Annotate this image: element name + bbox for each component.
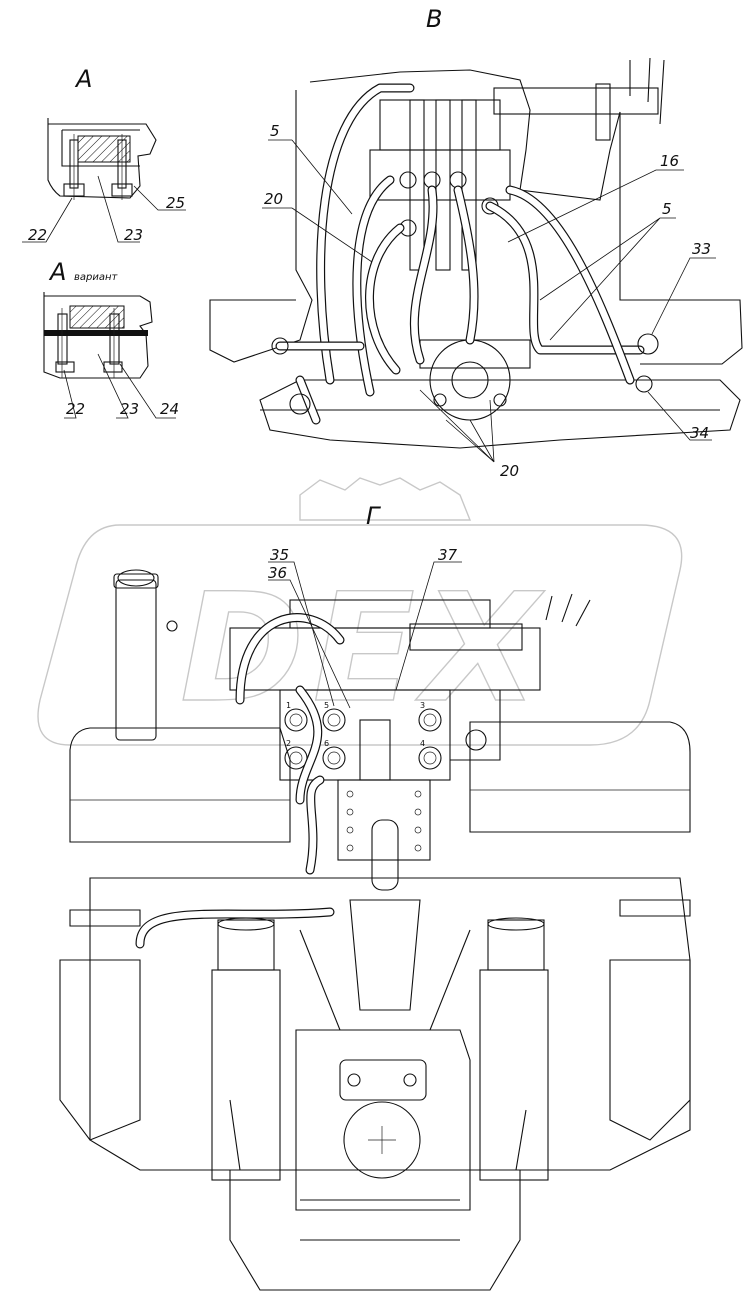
- port-1: 1: [286, 701, 291, 710]
- watermark: DEX: [37, 477, 683, 746]
- pto-shaft: [343, 1101, 421, 1179]
- callout-33: 33: [692, 240, 711, 258]
- view-a-variant-note: вариант: [74, 272, 119, 283]
- pto-plate: [295, 1029, 471, 1211]
- view-a-variant: А вариант 22 23 24: [43, 258, 179, 419]
- cylinder-left-head: [217, 919, 275, 971]
- port-5: 5: [324, 701, 329, 710]
- cylinder-right-head: [487, 919, 545, 971]
- callout-35: 35: [270, 546, 289, 564]
- view-g-title: Г: [366, 502, 381, 530]
- callout-5: 5: [270, 122, 280, 140]
- callout-36: 36: [268, 564, 287, 582]
- callout-22: 22: [66, 400, 85, 418]
- port-3: 3: [420, 701, 425, 710]
- watermark-text: DEX: [180, 562, 547, 736]
- port-4: 4: [420, 739, 425, 748]
- port-6: 6: [324, 739, 329, 748]
- callout-20: 20: [264, 190, 283, 208]
- callout-16: 16: [660, 152, 679, 170]
- callout-34: 34: [690, 424, 709, 442]
- callout-5: 5: [662, 200, 672, 218]
- cylinder-left: [211, 969, 281, 1181]
- hydraulic-hoses: [275, 83, 645, 425]
- callout-23: 23: [120, 400, 139, 418]
- section-hatch: [69, 305, 125, 329]
- callout-22: 22: [28, 226, 47, 244]
- callout-25: 25: [166, 194, 185, 212]
- bolt-holes: [346, 790, 422, 852]
- port-2: 2: [286, 739, 291, 748]
- view-b-title: В: [426, 5, 442, 33]
- callout-23: 23: [124, 226, 143, 244]
- cylinder-right: [479, 969, 549, 1181]
- view-g: Г 1 5 3 2: [59, 502, 691, 1291]
- gasket: [44, 330, 148, 336]
- view-a: А 22 23 25: [22, 65, 186, 244]
- view-a-title: А: [74, 65, 92, 93]
- callout-24: 24: [160, 400, 179, 418]
- view-b: В: [209, 5, 743, 480]
- view-a-variant-title: А: [48, 258, 66, 286]
- callout-37: 37: [438, 546, 458, 564]
- valve-ports: 1 5 3 2 6 4: [284, 701, 442, 770]
- callout-20: 20: [500, 462, 519, 480]
